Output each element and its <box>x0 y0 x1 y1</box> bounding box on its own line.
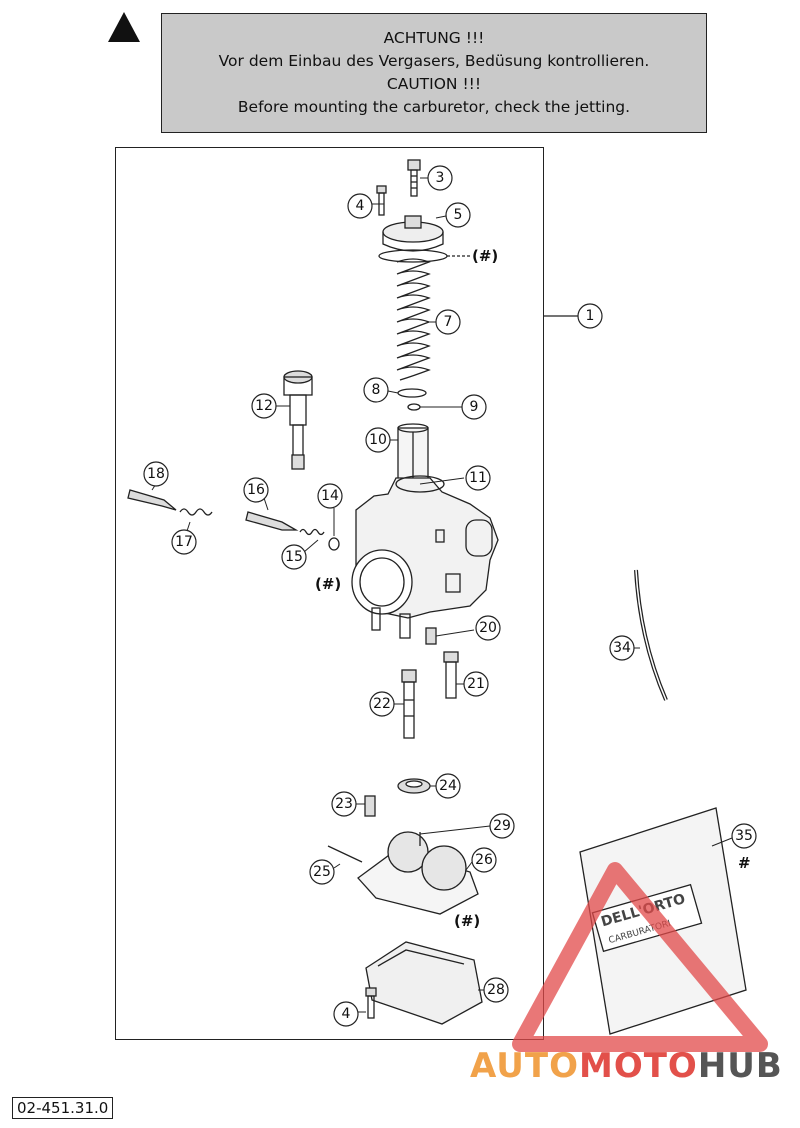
callout-label: 16 <box>247 482 265 498</box>
callout-label: 18 <box>147 466 165 482</box>
callout-20: 20 <box>475 615 501 641</box>
callout-label: 12 <box>255 398 273 414</box>
watermark-moto: MOTO <box>578 1046 698 1086</box>
callout-label: 24 <box>439 778 457 794</box>
callout-label: 25 <box>313 864 331 880</box>
callout-5: 5 <box>445 202 471 228</box>
assembly-frame <box>115 147 544 1040</box>
callout-18: 18 <box>143 461 169 487</box>
callout-label: 10 <box>369 432 387 448</box>
watermark-hub: HUB <box>697 1046 783 1086</box>
callout-label: 23 <box>335 796 353 812</box>
callout-15: 15 <box>281 544 307 570</box>
callout-34: 34 <box>609 635 635 661</box>
callout-label: 8 <box>372 382 381 398</box>
callout-label: 7 <box>444 314 453 330</box>
callout-25: 25 <box>309 859 335 885</box>
callout-4-top: 4 <box>347 193 373 219</box>
callout-label: 4 <box>356 198 365 214</box>
callout-14: 14 <box>317 483 343 509</box>
callout-9: 9 <box>461 394 487 420</box>
callout-label: 29 <box>493 818 511 834</box>
watermark-logo-icon <box>512 862 768 1052</box>
callout-label: 28 <box>487 982 505 998</box>
note-hash-washer: (#) <box>315 575 341 593</box>
note-hash-kit: # <box>738 854 751 872</box>
callout-label: 15 <box>285 549 303 565</box>
caution-line-en-text: Before mounting the carburetor, check th… <box>237 98 631 116</box>
callout-28: 28 <box>483 977 509 1003</box>
callout-24: 24 <box>435 773 461 799</box>
callout-21: 21 <box>463 671 489 697</box>
callout-16: 16 <box>243 477 269 503</box>
callout-3: 3 <box>427 165 453 191</box>
callout-26: 26 <box>471 847 497 873</box>
part-number-label: 02-451.31.0 <box>12 1097 114 1119</box>
callout-label: 9 <box>470 399 479 415</box>
callout-4-bottom: 4 <box>333 1001 359 1027</box>
callout-label: 14 <box>321 488 339 504</box>
callout-label: 4 <box>342 1006 351 1022</box>
caution-line-de-text: Vor dem Einbau des Vergasers, Bedüsung k… <box>218 52 650 70</box>
callout-label: 21 <box>467 676 485 692</box>
callout-10: 10 <box>365 427 391 453</box>
caution-notice: ACHTUNG !!! Vor dem Einbau des Vergasers… <box>161 13 707 133</box>
callout-22: 22 <box>369 691 395 717</box>
callout-7: 7 <box>435 309 461 335</box>
callout-35: 35 <box>731 823 757 849</box>
note-hash-cap: (#) <box>472 247 498 265</box>
watermark-text: AUTOMOTOHUB <box>470 1046 783 1086</box>
callout-label: 34 <box>613 640 631 656</box>
caution-line-en-title: CAUTION !!! <box>386 75 482 93</box>
callout-label: 20 <box>479 620 497 636</box>
callout-1: 1 <box>577 303 603 329</box>
callout-29: 29 <box>489 813 515 839</box>
callout-label: 5 <box>454 207 463 223</box>
callout-label: 17 <box>175 534 193 550</box>
note-hash-gasket: (#) <box>454 912 480 930</box>
callout-23: 23 <box>331 791 357 817</box>
callout-label: 26 <box>475 852 493 868</box>
callout-11: 11 <box>465 465 491 491</box>
callout-17: 17 <box>171 529 197 555</box>
callout-8: 8 <box>363 377 389 403</box>
callout-label: 1 <box>586 308 595 324</box>
callout-label: 22 <box>373 696 391 712</box>
watermark-auto: AUTO <box>470 1046 579 1086</box>
caution-line-de-title: ACHTUNG !!! <box>383 29 485 47</box>
callout-label: 3 <box>436 170 445 186</box>
callout-label: 11 <box>469 470 487 486</box>
callout-label: 35 <box>735 828 753 844</box>
warning-triangle-icon <box>108 12 140 42</box>
callout-12: 12 <box>251 393 277 419</box>
